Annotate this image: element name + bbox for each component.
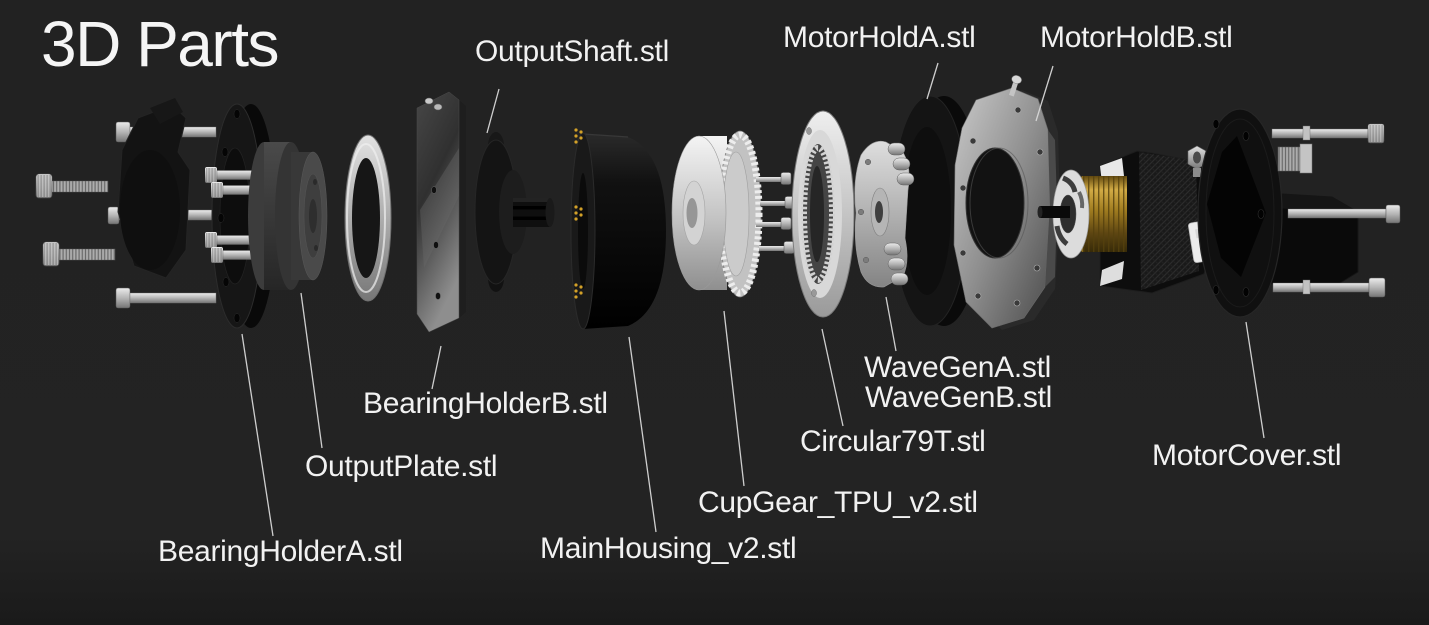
part-wave-gen [854, 141, 915, 288]
cup-gear-screws [756, 172, 796, 254]
left-studs-group [205, 167, 268, 263]
part-bearing-ring [344, 134, 392, 302]
part-output-shaft [474, 132, 555, 292]
label-bearing-holder-b: BearingHolderB.stl [363, 387, 608, 420]
leader-wave-gen [885, 296, 897, 352]
leader-circular-79t [821, 328, 844, 427]
part-bracket [117, 98, 191, 279]
leader-motor-cover [1245, 321, 1265, 439]
label-wave-gen-a: WaveGenA.stl [864, 351, 1052, 384]
page-title: 3D Parts [41, 8, 279, 80]
leader-output-shaft [486, 88, 500, 134]
leader-motor-hold-a [926, 62, 939, 100]
label-wave-gen-b: WaveGenB.stl [865, 381, 1053, 414]
leader-bearing-holder-b [431, 345, 442, 390]
leader-motor-hold-b [1035, 65, 1054, 122]
label-circular-79t: Circular79T.stl [800, 425, 986, 458]
label-bearing-holder-a: BearingHolderA.stl [158, 535, 403, 568]
label-motor-hold-a: MotorHoldA.stl [783, 21, 976, 54]
label-cup-gear: CupGear_TPU_v2.stl [698, 486, 978, 519]
label-motor-hold-b: MotorHoldB.stl [1040, 21, 1233, 54]
part-main-housing [570, 128, 666, 330]
wave-gen-rollers [883, 142, 915, 286]
leader-cup-gear [723, 310, 745, 487]
leader-bearing-holder-a [241, 333, 274, 537]
part-bearing-holder-b [416, 91, 466, 333]
hex-nut [1187, 145, 1207, 177]
part-circular-gear [791, 110, 855, 318]
leader-lines-group [241, 62, 1265, 537]
motor-hold-b-holes [959, 106, 1044, 307]
cable-gland [1277, 143, 1313, 174]
housing-gold-contacts [574, 128, 583, 299]
label-output-shaft: OutputShaft.stl [475, 35, 669, 68]
label-output-plate: OutputPlate.stl [305, 450, 498, 483]
right-screws-group [1271, 123, 1401, 298]
part-motor [1037, 145, 1221, 294]
part-output-plate [248, 142, 328, 290]
motor-cover-holes [1212, 119, 1265, 297]
floating-screw [1009, 75, 1022, 97]
leader-main-housing [628, 336, 657, 533]
part-motor-hold-b [953, 75, 1060, 330]
label-motor-cover: MotorCover.stl [1152, 439, 1342, 472]
label-main-housing: MainHousing_v2.stl [540, 532, 797, 565]
leader-output-plate [300, 292, 323, 449]
part-cup-gear [671, 130, 796, 298]
